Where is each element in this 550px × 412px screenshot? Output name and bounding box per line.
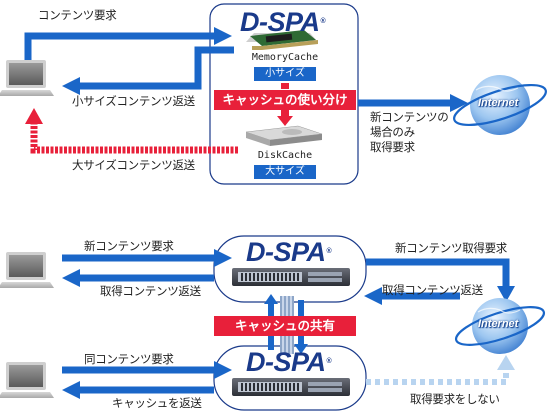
disk-cache-label: DiskCache — [257, 150, 313, 161]
cache-switch-arrow — [277, 83, 293, 126]
memory-cache-label: MemoryCache — [251, 52, 319, 63]
small-size-tag: 小サイズ — [254, 67, 316, 81]
cache-share-banner: キャッシュの共有 — [214, 316, 356, 336]
bottom-get-return-label: 取得コンテンツ返送 — [100, 284, 201, 298]
server-2-icon — [232, 378, 350, 396]
server-1-icon — [232, 268, 350, 286]
large-size-tag: 大サイズ — [254, 165, 316, 179]
bottom-new-request-label: 新コンテンツ要求 — [84, 239, 174, 253]
top-new-only-line2: 場合のみ — [370, 125, 415, 139]
top-internet-globe — [453, 75, 547, 135]
top-large-return-arrow — [30, 122, 238, 154]
bottom-cache-return-label: キャッシュを返送 — [112, 396, 202, 410]
top-content-request-label: コンテンツ要求 — [38, 8, 117, 22]
bottom-get-return-right-label: 取得コンテンツ返送 — [382, 283, 483, 297]
bottom-dspa-logo-1-text: D-SPA — [246, 237, 326, 267]
top-small-return-arrow — [78, 46, 234, 90]
bottom-new-get-request-label: 新コンテンツ取得要求 — [395, 241, 507, 255]
top-new-only-line1: 新コンテンツの — [370, 110, 449, 124]
top-internet-label: Internet — [478, 97, 519, 109]
top-small-return-label: 小サイズコンテンツ返送 — [72, 94, 195, 108]
bottom-laptop-2-icon — [0, 362, 54, 398]
bottom-no-request-arrow — [366, 368, 509, 385]
bottom-dspa-logo-2-text: D-SPA — [246, 347, 326, 377]
top-large-return-label: 大サイズコンテンツ返送 — [72, 158, 195, 172]
bottom-new-get-request-arrow — [366, 258, 510, 288]
bottom-dspa-logo-2: D-SPA® — [246, 347, 332, 377]
bottom-internet-globe — [454, 298, 546, 354]
disk-icon — [245, 125, 323, 146]
top-dspa-logo: D-SPA® — [240, 7, 326, 37]
bottom-same-request-label: 同コンテンツ要求 — [84, 352, 174, 366]
bottom-no-request-label: 取得要求をしない — [410, 392, 500, 406]
bottom-laptop-1-icon — [0, 252, 54, 288]
top-laptop-icon — [0, 60, 54, 96]
bottom-internet-label: Internet — [478, 318, 519, 330]
top-new-only-line3: 取得要求 — [370, 140, 415, 154]
top-request-arrow — [24, 32, 216, 65]
bottom-dspa-logo-1: D-SPA® — [246, 237, 332, 267]
top-dspa-logo-text: D-SPA — [240, 7, 320, 37]
memory-chip-icon — [246, 30, 318, 50]
cache-switch-banner: キャッシュの使い分け — [214, 90, 356, 110]
